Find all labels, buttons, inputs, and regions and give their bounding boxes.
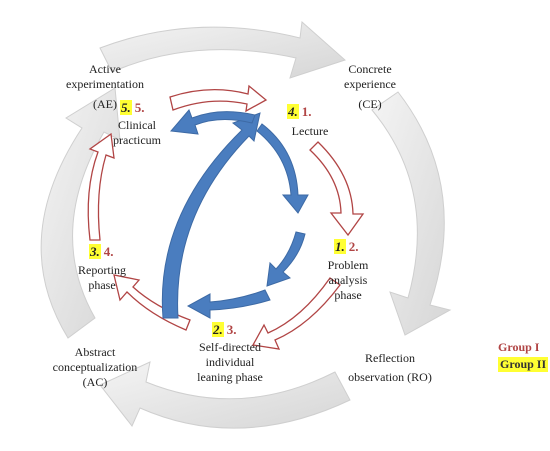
label-line: (AE) <box>93 97 117 111</box>
label-reflection-observation: Reflection observation (RO) <box>340 351 440 385</box>
blue-arrow-problem-to-selfdir <box>266 231 306 287</box>
group2-number: 1. <box>334 239 346 254</box>
outer-arrow-ae-to-ce <box>99 20 346 79</box>
group2-blue-arrows <box>161 109 309 319</box>
blue-arrow-to-selfdir-phase <box>186 289 271 319</box>
group1-number: 5. <box>134 100 145 115</box>
label-problem-analysis-phase: Problem analysis phase <box>320 258 376 303</box>
label-line: experience <box>344 77 396 91</box>
label-self-directed-phase: Self-directed individual leaning phase <box>180 340 280 385</box>
outer-arrow-ro-to-ac <box>99 361 351 429</box>
group1-number: 1. <box>301 104 312 119</box>
legend-group2: Group II <box>498 357 549 372</box>
label-line: (CE) <box>358 97 382 111</box>
group2-number: 5. <box>120 100 132 115</box>
label-line: Reflection <box>365 351 415 365</box>
label-line: phase <box>334 288 362 302</box>
label-line: leaning phase <box>197 370 263 384</box>
label-line: individual <box>205 355 255 369</box>
group2-number: 2. <box>212 322 224 337</box>
label-line: Clinical <box>118 118 156 132</box>
legend-group1: Group I <box>498 340 540 354</box>
label-line: practicum <box>113 133 161 147</box>
label-line: Reporting <box>78 263 126 277</box>
group1-number: 2. <box>348 239 359 254</box>
label-line: Abstract <box>74 345 116 359</box>
label-line: Problem <box>327 258 369 272</box>
red-arrow-lecture-to-problem <box>309 141 365 237</box>
label-abstract-conceptualization: Abstract conceptualization (AC) <box>40 345 150 390</box>
label-line: Self-directed <box>199 340 261 354</box>
label-line: (AC) <box>82 375 108 389</box>
group1-number: 4. <box>103 244 114 259</box>
label-line: Concrete <box>348 62 392 76</box>
blue-arrow-lecture-to-problem <box>256 123 309 214</box>
label-line: observation (RO) <box>348 370 432 384</box>
blue-arrow-lecture-to-clinical <box>170 109 256 135</box>
problem-numbers: 1.2. <box>334 239 359 255</box>
lecture-numbers: 4.1. <box>287 104 312 120</box>
blue-arrow-selfdir-to-clinical-diagonal <box>161 112 261 319</box>
label-line: Active <box>89 62 121 76</box>
outer-cycle-arrows <box>40 20 452 429</box>
red-arrow-problem-to-selfdir <box>251 277 341 350</box>
label-line: conceptualization <box>52 360 138 374</box>
group2-number: 4. <box>287 104 299 119</box>
label-reporting-phase: Reporting phase <box>70 263 134 293</box>
red-arrow-clinical-to-lecture <box>169 84 268 113</box>
label-line: phase <box>88 278 116 292</box>
label-line: analysis <box>328 273 368 287</box>
outer-arrow-ce-to-ro <box>371 91 452 336</box>
label-line: experimentation <box>66 77 144 91</box>
label-active-experimentation: Active experimentation (AE) <box>60 62 150 112</box>
selfdir-numbers: 2.3. <box>212 322 237 338</box>
clinical-numbers: 5.5. <box>120 100 145 116</box>
red-arrow-reporting-to-clinical <box>87 132 115 241</box>
outer-arrow-ac-to-ae <box>40 87 121 339</box>
group1-number: 3. <box>226 322 237 337</box>
label-clinical-practicum: Clinical practicum <box>100 118 174 148</box>
group2-number: 3. <box>89 244 101 259</box>
reporting-numbers: 3.4. <box>89 244 114 260</box>
label-lecture: Lecture <box>291 124 329 138</box>
label-concrete-experience: Concrete experience (CE) <box>330 62 410 112</box>
